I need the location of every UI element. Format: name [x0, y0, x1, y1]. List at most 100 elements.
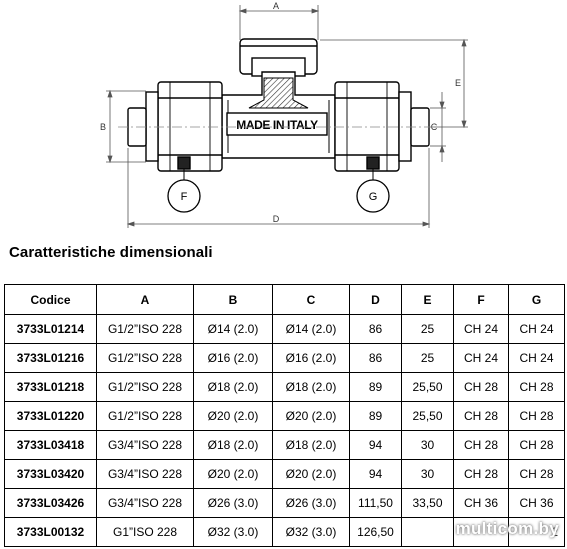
- callout-g: [356, 169, 390, 213]
- header-f: F: [453, 284, 509, 315]
- table-row: 3733L01214 G1/2”ISO 228 Ø14 (2.0) Ø14 (2…: [4, 314, 565, 344]
- cell-b: Ø14 (2.0): [193, 314, 273, 344]
- cell-f: CH 28: [453, 430, 509, 460]
- cell-c: Ø20 (2.0): [272, 459, 350, 489]
- cell-e: 25,50: [401, 401, 454, 431]
- dimension-d: [126, 148, 431, 228]
- cell-e: 25,50: [401, 372, 454, 402]
- cell-c: Ø14 (2.0): [272, 314, 350, 344]
- cell-a: G1/2”ISO 228: [96, 314, 194, 344]
- header-g: G: [508, 284, 565, 315]
- cell-d: 86: [349, 314, 402, 344]
- section-title: Caratteristiche dimensionali: [9, 244, 213, 261]
- dimension-label-b: B: [100, 122, 106, 132]
- left-nut: [127, 81, 223, 172]
- made-in-italy-text: MADE IN ITALY: [236, 118, 318, 132]
- cell-f: CH 36: [453, 488, 509, 518]
- cell-e: [401, 517, 454, 547]
- cell-b: Ø26 (3.0): [193, 488, 273, 518]
- cell-code: 3733L01216: [4, 343, 97, 373]
- dimension-label-d: D: [273, 214, 280, 224]
- callout-label-g: G: [369, 191, 378, 203]
- fitting-technical-drawing: A E MADE IN ITALY: [100, 1, 468, 228]
- cell-d: 89: [349, 372, 402, 402]
- cell-code: 3733L01214: [4, 314, 97, 344]
- cell-code: 3733L01218: [4, 372, 97, 402]
- cell-a: G1/2”ISO 228: [96, 343, 194, 373]
- cell-d: 111,50: [349, 488, 402, 518]
- dimension-label-a: A: [273, 1, 279, 11]
- table-row: 3733L00132 G1”ISO 228 Ø32 (3.0) Ø32 (3.0…: [4, 517, 565, 547]
- table-row: 3733L03418 G3/4”ISO 228 Ø18 (2.0) Ø18 (2…: [4, 430, 565, 460]
- cell-code: 3733L03426: [4, 488, 97, 518]
- cell-a: G3/4”ISO 228: [96, 430, 194, 460]
- header-a: A: [96, 284, 194, 315]
- cell-f: CH 28: [453, 401, 509, 431]
- cell-a: G1/2”ISO 228: [96, 372, 194, 402]
- cell-code: 3733L01220: [4, 401, 97, 431]
- dimension-label-e: E: [455, 78, 461, 88]
- callout-f: [167, 169, 201, 213]
- cell-c: Ø26 (3.0): [272, 488, 350, 518]
- cell-d: 89: [349, 401, 402, 431]
- made-in-italy-stamp: [226, 112, 328, 136]
- header-codice: Codice: [4, 284, 97, 315]
- dimensions-table: Codice A B C D E F G 3733L01214 G1/2”ISO…: [4, 284, 565, 547]
- cell-d: 86: [349, 343, 402, 373]
- dimension-a: [238, 5, 320, 40]
- cell-a: G3/4”ISO 228: [96, 459, 194, 489]
- cell-f: CH 24: [453, 343, 509, 373]
- cell-b: Ø20 (2.0): [193, 459, 273, 489]
- cell-f: [453, 517, 509, 547]
- right-nut: [334, 81, 430, 172]
- cell-d: 94: [349, 430, 402, 460]
- cell-b: Ø20 (2.0): [193, 401, 273, 431]
- cell-g: 2: [508, 517, 565, 547]
- table-row: 3733L01218 G1/2”ISO 228 Ø18 (2.0) Ø18 (2…: [4, 372, 565, 402]
- table-row: 3733L03420 G3/4”ISO 228 Ø20 (2.0) Ø20 (2…: [4, 459, 565, 489]
- cell-code: 3733L00132: [4, 517, 97, 547]
- table-row: 3733L01216 G1/2”ISO 228 Ø16 (2.0) Ø16 (2…: [4, 343, 565, 373]
- header-d: D: [349, 284, 402, 315]
- cell-code: 3733L03420: [4, 459, 97, 489]
- cell-e: 30: [401, 459, 454, 489]
- table-row: 3733L03426 G3/4”ISO 228 Ø26 (3.0) Ø26 (3…: [4, 488, 565, 518]
- cell-c: Ø32 (3.0): [272, 517, 350, 547]
- header-e: E: [401, 284, 454, 315]
- cell-b: Ø18 (2.0): [193, 430, 273, 460]
- top-branch: [239, 38, 318, 77]
- dimension-label-c: C: [431, 122, 438, 132]
- cell-e: 30: [401, 430, 454, 460]
- cell-g: CH 24: [508, 314, 565, 344]
- table-header-row: Codice A B C D E F G: [4, 284, 565, 315]
- cell-code: 3733L03418: [4, 430, 97, 460]
- cell-a: G3/4”ISO 228: [96, 488, 194, 518]
- cell-e: 33,50: [401, 488, 454, 518]
- cell-d: 94: [349, 459, 402, 489]
- cell-b: Ø32 (3.0): [193, 517, 273, 547]
- cell-c: Ø20 (2.0): [272, 401, 350, 431]
- cell-g: CH 28: [508, 459, 565, 489]
- cell-g: CH 28: [508, 430, 565, 460]
- dimension-b: [106, 89, 146, 164]
- cell-c: Ø16 (2.0): [272, 343, 350, 373]
- cell-a: G1”ISO 228: [96, 517, 194, 547]
- cell-c: Ø18 (2.0): [272, 372, 350, 402]
- table-row: 3733L01220 G1/2”ISO 228 Ø20 (2.0) Ø20 (2…: [4, 401, 565, 431]
- watermark: multicom.by: [455, 519, 559, 538]
- cell-g: CH 28: [508, 401, 565, 431]
- callout-label-f: F: [181, 191, 188, 203]
- header-b: B: [193, 284, 273, 315]
- cell-b: Ø16 (2.0): [193, 343, 273, 373]
- cell-g: CH 24: [508, 343, 565, 373]
- cell-g: CH 36: [508, 488, 565, 518]
- cell-f: CH 24: [453, 314, 509, 344]
- cell-f: CH 28: [453, 459, 509, 489]
- cell-b: Ø18 (2.0): [193, 372, 273, 402]
- cell-g: CH 28: [508, 372, 565, 402]
- cell-a: G1/2”ISO 228: [96, 401, 194, 431]
- cell-f: CH 28: [453, 372, 509, 402]
- cell-c: Ø18 (2.0): [272, 430, 350, 460]
- header-c: C: [272, 284, 350, 315]
- cell-e: 25: [401, 314, 454, 344]
